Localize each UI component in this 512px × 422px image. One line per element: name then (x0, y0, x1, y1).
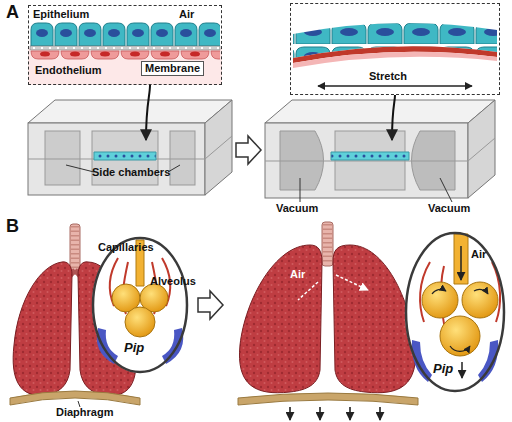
node-text: Endothelium (35, 64, 102, 77)
node-text: Membrane (141, 61, 204, 76)
node-text: Epithelium (33, 8, 89, 21)
inset-box: Stretch (290, 3, 500, 95)
part-label: Vacuum (276, 202, 318, 215)
ellipse-outline (405, 232, 505, 392)
panel-letter: A (6, 2, 19, 22)
part-label: Vacuum (428, 202, 470, 215)
zoom-ellipse: AirPip (405, 232, 505, 392)
node-text: Pip (124, 341, 144, 354)
zoom-ellipse: CapillariesAlveolusPip (92, 237, 188, 373)
ellipse-outline (92, 237, 188, 373)
ellipse-border (93, 238, 187, 372)
node-text: Pip (433, 362, 453, 375)
node-text: Air (179, 8, 194, 21)
ellipse-border (406, 233, 504, 391)
part-label: Diaphragm (56, 406, 113, 419)
node-text: Capillaries (98, 241, 154, 254)
part-label: Side chambers (92, 166, 170, 179)
part-label: Air (290, 268, 305, 281)
node-text: Stretch (369, 70, 407, 83)
node-text: Air (471, 248, 486, 261)
panel-letter: B (6, 216, 19, 236)
inset-box: Epithelium AirEndothelium Membrane (28, 5, 222, 85)
node-text: Alveolus (150, 275, 196, 288)
